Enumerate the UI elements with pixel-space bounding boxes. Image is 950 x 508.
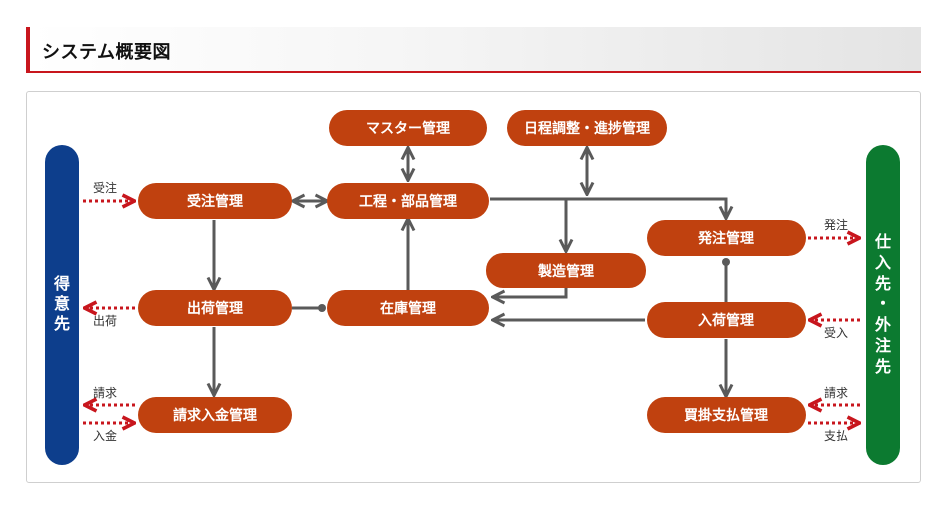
customer-label-2: 意 bbox=[54, 294, 70, 313]
flow-label-po-out: 発注 bbox=[824, 217, 848, 232]
flow-label-payment-in: 入金 bbox=[93, 428, 117, 443]
arrow-process-purchase bbox=[490, 197, 726, 217]
node-billing-label: 請求入金管理 bbox=[173, 407, 257, 424]
node-schedule bbox=[507, 110, 667, 146]
customer-label-1: 得 bbox=[53, 274, 70, 293]
node-process bbox=[327, 183, 489, 219]
connector-dot bbox=[722, 258, 730, 266]
node-inventory-label: 在庫管理 bbox=[380, 300, 436, 317]
flow-label-invoice: 請求 bbox=[93, 386, 117, 400]
node-payables-label: 買掛支払管理 bbox=[684, 407, 768, 424]
node-manufacturing-label: 製造管理 bbox=[537, 263, 594, 280]
node-billing bbox=[138, 397, 292, 433]
node-receiving-label: 入荷管理 bbox=[698, 312, 754, 329]
supplier-label-4: ・ bbox=[875, 294, 891, 313]
arrow-manufacturing-inventory bbox=[494, 286, 568, 297]
node-master-label: マスター管理 bbox=[366, 120, 450, 137]
node-inventory bbox=[327, 290, 489, 326]
supplier-label-1: 仕 bbox=[874, 232, 891, 251]
supplier-label-7: 先 bbox=[875, 357, 891, 376]
customer-label-3: 先 bbox=[54, 314, 70, 333]
flow-label-pay-out: 支払 bbox=[824, 429, 848, 443]
node-order-mgmt bbox=[138, 183, 292, 219]
node-receiving bbox=[647, 302, 806, 338]
supplier-label-5: 外 bbox=[874, 315, 891, 334]
flow-label-ship-out: 出荷 bbox=[93, 314, 117, 328]
supplier-label-2: 入 bbox=[875, 253, 891, 272]
supplier-label-3: 先 bbox=[875, 274, 891, 293]
node-process-label: 工程・部品管理 bbox=[359, 193, 457, 210]
flow-label-invoice-in: 請求 bbox=[824, 386, 848, 400]
node-manufacturing bbox=[486, 253, 646, 288]
node-shipping bbox=[138, 290, 292, 326]
node-order-mgmt-label: 受注管理 bbox=[187, 193, 243, 210]
flow-label-receive-in: 受入 bbox=[824, 326, 848, 340]
node-payables bbox=[647, 397, 806, 433]
supplier-label-6: 注 bbox=[875, 336, 891, 355]
flow-label-order-in: 受注 bbox=[93, 180, 117, 195]
node-shipping-label: 出荷管理 bbox=[187, 300, 243, 317]
connector-dot bbox=[318, 304, 326, 312]
customer-pillar bbox=[45, 145, 79, 465]
node-purchase-order-label: 発注管理 bbox=[697, 230, 754, 247]
node-schedule-label: 日程調整・進捗管理 bbox=[524, 120, 650, 137]
node-master bbox=[329, 110, 487, 146]
node-purchase-order bbox=[647, 220, 806, 256]
page-title: システム概要図 bbox=[42, 42, 171, 63]
section-header: システム概要図 bbox=[26, 27, 921, 73]
supplier-pillar bbox=[866, 145, 900, 465]
